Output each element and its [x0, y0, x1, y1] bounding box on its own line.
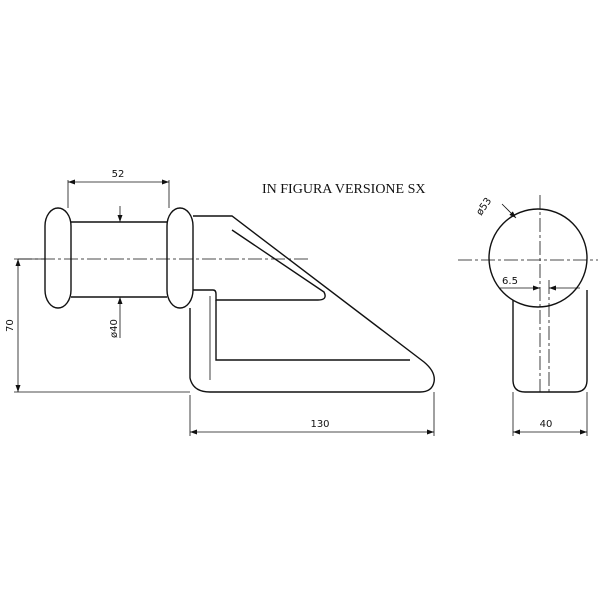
dim-6-5-label: 6.5: [502, 276, 518, 287]
dim-d40-label: ø40: [109, 319, 120, 338]
dim-52-label: 52: [112, 169, 125, 180]
arm-pocket: [193, 229, 326, 301]
dim-70-label: 70: [5, 319, 16, 332]
left-ring: [44, 207, 72, 309]
dim-40-label: 40: [540, 419, 553, 430]
drawing-title: IN FIGURA VERSIONE SX: [262, 182, 425, 197]
arm-outline: [189, 215, 435, 393]
right-ring: [166, 207, 194, 309]
side-view: ø53 6.5 40: [458, 195, 598, 436]
arm-inner-step: [215, 300, 410, 361]
side-circle: [488, 208, 588, 308]
dim-d53-label: ø53: [474, 196, 494, 218]
dim-130-label: 130: [310, 419, 329, 430]
side-stem: [512, 290, 588, 393]
body-cylinder: [71, 221, 167, 298]
front-view: 52 ø40 70 130: [5, 169, 435, 436]
